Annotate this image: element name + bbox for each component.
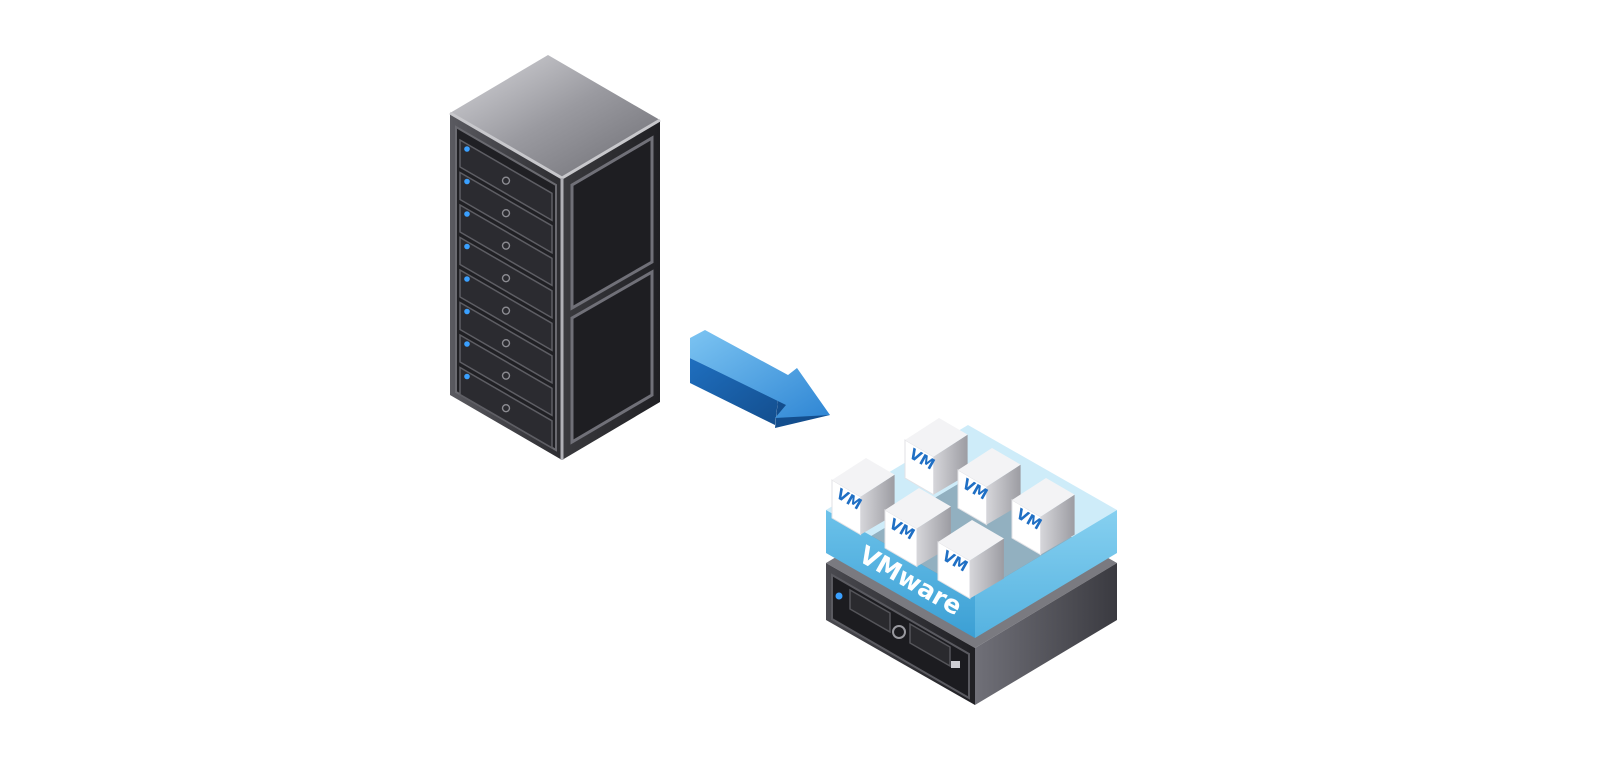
rack-unit-button-icon bbox=[501, 273, 511, 283]
rack-server-unit bbox=[459, 203, 553, 287]
rack-status-led-icon bbox=[464, 211, 470, 217]
rack-status-led-icon bbox=[464, 243, 470, 250]
rack-server-unit bbox=[459, 171, 553, 255]
rack-unit-button-icon bbox=[501, 241, 511, 250]
rack-unit-button-icon bbox=[501, 403, 511, 413]
server-drive-bay bbox=[849, 588, 891, 634]
arrow-depth-face bbox=[690, 358, 778, 425]
server-side-face bbox=[975, 563, 1117, 705]
rack-status-led-icon bbox=[464, 341, 470, 347]
server-power-button-icon bbox=[892, 625, 906, 639]
server-port-icon bbox=[951, 661, 960, 668]
rack-units bbox=[459, 138, 553, 450]
rack-status-led-icon bbox=[464, 146, 470, 152]
rack-unit-button-icon bbox=[501, 306, 511, 315]
vm-top-face bbox=[1012, 478, 1075, 517]
hypervisor-side-face bbox=[975, 510, 1117, 638]
rack-status-led-icon bbox=[464, 276, 470, 282]
vm-top-face bbox=[832, 458, 895, 497]
rack-unit-button-icon bbox=[501, 338, 511, 348]
rack-server-unit bbox=[459, 366, 553, 450]
server-status-led-icon bbox=[835, 592, 843, 600]
vm-block: VM bbox=[937, 520, 1004, 600]
rack-server-unit bbox=[459, 138, 553, 222]
rack-unit-button-icon bbox=[501, 208, 511, 218]
rack-server-unit bbox=[459, 301, 553, 385]
vm-top-face bbox=[905, 418, 968, 457]
hypervisor-front-face bbox=[826, 510, 975, 638]
vm-top-face bbox=[938, 520, 1004, 561]
rack-top-face bbox=[450, 55, 660, 178]
rack-side-panel-lower bbox=[570, 269, 654, 445]
rack-unit-button-icon bbox=[501, 176, 511, 185]
migration-arrow-icon bbox=[690, 330, 830, 428]
physical-server-rack bbox=[449, 55, 661, 460]
vm-block: VM bbox=[1011, 478, 1075, 556]
rack-status-led-icon bbox=[464, 178, 470, 185]
rack-server-unit bbox=[459, 236, 553, 320]
vm-top-face bbox=[885, 488, 951, 529]
arrow-top-face bbox=[690, 330, 830, 418]
server-drive-bay bbox=[909, 622, 951, 668]
vm-top-face bbox=[958, 448, 1021, 487]
rack-status-led-icon bbox=[464, 373, 470, 380]
rack-server-unit bbox=[459, 268, 553, 352]
vm-block: VM bbox=[884, 488, 951, 568]
rack-unit-button-icon bbox=[501, 371, 511, 380]
rack-side-panel-upper bbox=[570, 135, 654, 311]
vm-side-face bbox=[969, 538, 1004, 599]
rack-server-unit bbox=[459, 333, 553, 417]
vm-side-face bbox=[1040, 494, 1075, 555]
rack-status-led-icon bbox=[464, 308, 470, 315]
